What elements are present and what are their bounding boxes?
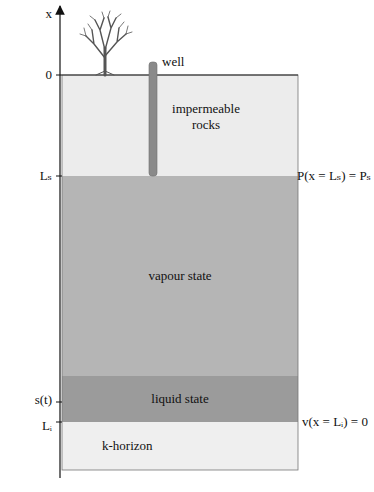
region-outline <box>62 75 298 470</box>
axis-value: Lₛ <box>40 168 52 184</box>
well-pipe <box>149 62 157 176</box>
axis-name: x <box>46 6 53 22</box>
axis-value: s(t) <box>35 392 52 408</box>
rock-layer: impermeable rocks <box>62 75 298 176</box>
liquid-layer: liquid state <box>62 376 298 422</box>
layer-name: impermeable rocks <box>166 101 246 132</box>
layer-name: liquid state <box>151 391 208 407</box>
tree-icon <box>80 11 132 75</box>
horizon-layer: k-horizon <box>62 422 298 470</box>
part-name: well <box>162 54 184 70</box>
axis-line <box>59 6 60 478</box>
boundary-condition: P(x = Lₛ) = Pₛ <box>297 168 371 184</box>
vapour-layer: vapour state <box>62 176 298 376</box>
axis-value: 0 <box>46 67 53 83</box>
axis-ticks <box>56 75 62 422</box>
layer-name: k-horizon <box>102 438 153 454</box>
boundary-condition: v(x = Lᵢ) = 0 <box>302 414 368 430</box>
layer-name: vapour state <box>148 268 211 284</box>
axis-value: Lᵢ <box>42 418 52 434</box>
